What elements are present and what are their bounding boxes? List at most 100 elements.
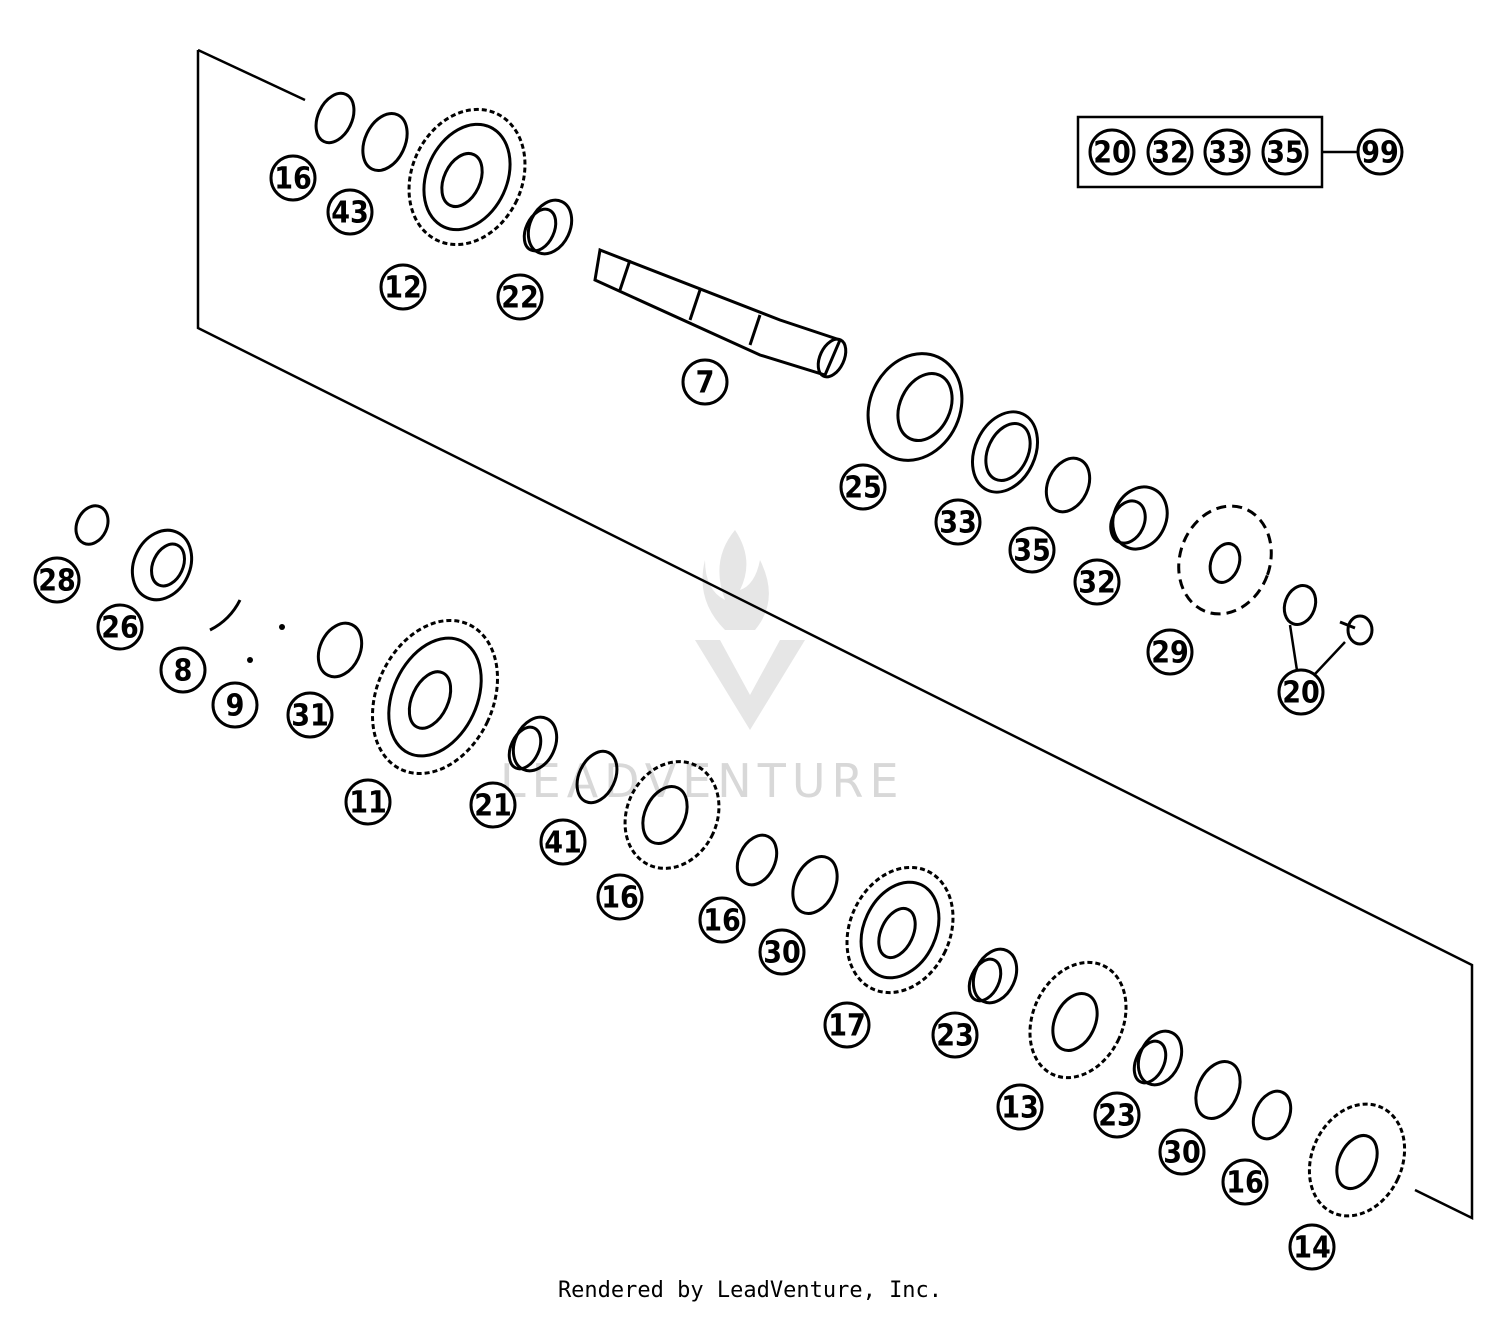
callout-circle <box>326 188 374 236</box>
circlip-16d-part <box>1251 1089 1293 1141</box>
callout-number: 16 <box>601 881 639 916</box>
callout-number: 23 <box>936 1019 974 1054</box>
callout-number: 11 <box>349 786 387 821</box>
callout-c41: 41 <box>539 818 587 866</box>
kit-box <box>1076 115 1360 189</box>
callout-circle <box>1146 128 1194 176</box>
callout-circle <box>1288 1223 1336 1271</box>
callout-c23b: 23 <box>1093 1091 1141 1139</box>
callout-number: 16 <box>703 904 741 939</box>
callout-c43: 43 <box>326 188 374 236</box>
callout-circle <box>379 263 427 311</box>
gear-15-part <box>623 760 721 870</box>
assembly-frame <box>196 48 1474 1221</box>
callout-c17: 17 <box>823 1001 871 1049</box>
callout-circle <box>1356 128 1404 176</box>
washer-30b-part <box>1194 1060 1242 1120</box>
callout-c8: 8 <box>159 646 207 694</box>
callout-number: 28 <box>38 564 76 599</box>
gear-14-part <box>1307 1102 1407 1218</box>
callout-circle <box>1146 628 1194 676</box>
callout-number: 9 <box>226 689 245 724</box>
callout-number: 35 <box>1013 534 1051 569</box>
washer-31-part <box>316 621 364 679</box>
callout-circle <box>33 556 81 604</box>
sprocket-29-part <box>1177 504 1273 616</box>
callout-number: 7 <box>696 366 715 401</box>
callout-circle <box>1277 668 1325 716</box>
callout-c22: 22 <box>496 273 544 321</box>
callout-number: 29 <box>1151 636 1189 671</box>
callout-k99: 99 <box>1356 128 1404 176</box>
circlip-16c-part <box>735 833 779 887</box>
callout-circle <box>931 1011 979 1059</box>
callout-circle <box>496 273 544 321</box>
bushing-23a-part <box>967 947 1019 1005</box>
callout-c23a: 23 <box>931 1011 979 1059</box>
callout-k35: 35 <box>1261 128 1309 176</box>
gear-12-part <box>407 107 527 247</box>
callout-c29: 29 <box>1146 628 1194 676</box>
callout-c7: 7 <box>681 358 729 406</box>
callout-circle <box>698 896 746 944</box>
callout-circle <box>286 691 334 739</box>
callout-number: 26 <box>101 611 139 646</box>
washer-41-part <box>575 749 619 805</box>
callout-circle <box>839 463 887 511</box>
callout-circle <box>1221 1158 1269 1206</box>
callout-number: 21 <box>474 789 512 824</box>
callout-c21: 21 <box>469 781 517 829</box>
upper-shaft-parts <box>314 91 1374 691</box>
callout-number: 33 <box>939 506 977 541</box>
callout-number: 20 <box>1093 136 1131 171</box>
callout-number: 20 <box>1282 676 1320 711</box>
callout-number: 8 <box>174 654 193 689</box>
callout-number: 41 <box>544 826 582 861</box>
callout-number: 22 <box>501 281 539 316</box>
callout-c16a: 16 <box>269 154 317 202</box>
seal-33-part <box>971 410 1039 494</box>
callout-c14: 14 <box>1288 1223 1336 1271</box>
spring-8-part <box>209 599 242 632</box>
callout-circle <box>1008 526 1056 574</box>
callout-k33: 33 <box>1203 128 1251 176</box>
callout-circle <box>344 778 392 826</box>
callout-number: 13 <box>1001 1091 1039 1126</box>
callout-circle <box>1088 128 1136 176</box>
bushing-22-part <box>522 198 574 256</box>
washer-part <box>361 112 409 172</box>
watermark: LEADVENTURE <box>500 530 899 808</box>
callout-k32: 32 <box>1146 128 1194 176</box>
callout-circle <box>934 498 982 546</box>
callout-circle <box>539 818 587 866</box>
bushing-23b-part <box>1132 1029 1184 1087</box>
callout-number: 31 <box>291 699 329 734</box>
circlip-part <box>314 91 356 145</box>
callout-number: 16 <box>1226 1166 1264 1201</box>
callout-number: 17 <box>828 1009 866 1044</box>
callout-circle <box>1158 1128 1206 1176</box>
callout-k20: 20 <box>1088 128 1136 176</box>
callout-number: 43 <box>331 196 369 231</box>
callout-c32: 32 <box>1073 558 1121 606</box>
callout-number: 23 <box>1098 1099 1136 1134</box>
callout-number: 30 <box>1163 1136 1201 1171</box>
rendered-by-footer: Rendered by LeadVenture, Inc. <box>557 1278 943 1303</box>
spacer-32-part <box>1109 485 1169 551</box>
circlip-28-part <box>74 504 110 546</box>
callout-number: 32 <box>1078 566 1116 601</box>
callout-c9: 9 <box>211 681 259 729</box>
callout-c11: 11 <box>344 778 392 826</box>
callout-c35: 35 <box>1008 526 1056 574</box>
callout-c20a: 20 <box>1277 668 1325 716</box>
washer-30a-part <box>791 855 839 915</box>
callout-c13: 13 <box>996 1083 1044 1131</box>
callout-circle <box>996 1083 1044 1131</box>
callout-c16b: 16 <box>596 873 644 921</box>
callout-c33: 33 <box>934 498 982 546</box>
callout-circle <box>269 154 317 202</box>
callout-circle <box>1261 128 1309 176</box>
callout-circle <box>1073 558 1121 606</box>
shaft-7-part <box>593 247 848 379</box>
